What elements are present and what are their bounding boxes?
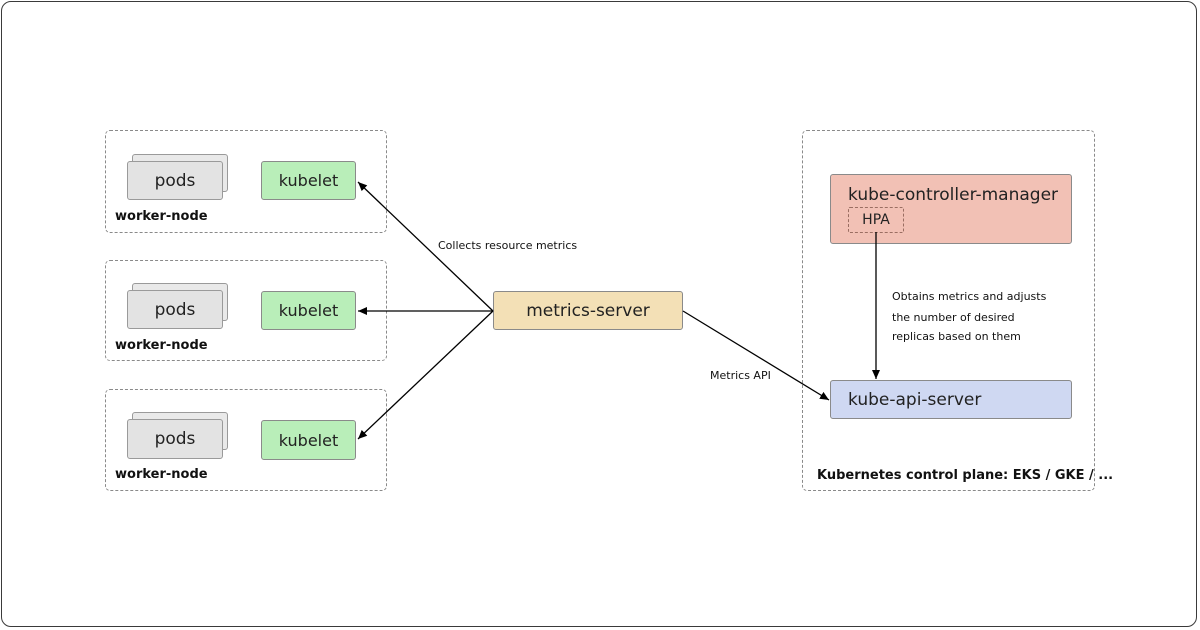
kubelet-box-3: kubelet	[261, 420, 356, 460]
metrics-api-label: Metrics API	[710, 369, 771, 382]
pods-box-3: pods	[127, 419, 223, 459]
kubelet-box-2: kubelet	[261, 291, 356, 330]
arrow-metrics-to-kubelet-3	[357, 310, 494, 440]
worker-node-group-1	[105, 130, 387, 233]
control-plane-group	[802, 130, 1095, 491]
worker-node-label-3: worker-node	[115, 467, 208, 482]
arrow-metrics-to-api-server	[682, 310, 830, 401]
obtains-metrics-label-line-3: replicas based on them	[892, 330, 1021, 343]
worker-node-group-3	[105, 389, 387, 491]
metrics-server-box: metrics-server	[493, 291, 683, 330]
obtains-metrics-label-line-2: the number of desired	[892, 311, 1015, 324]
control-plane-label: Kubernetes control plane: EKS / GKE / ..…	[817, 468, 1114, 483]
arrow-metrics-to-kubelet-1	[357, 181, 494, 312]
collects-metrics-label: Collects resource metrics	[438, 239, 578, 252]
kube-api-server-box: kube-api-server	[830, 380, 1072, 419]
pods-box-1: pods	[127, 161, 223, 200]
kube-controller-manager-box: kube-controller-manager HPA	[830, 174, 1072, 244]
obtains-metrics-label-line-1: Obtains metrics and adjusts	[892, 290, 1047, 303]
pods-box-2: pods	[127, 290, 223, 329]
kube-controller-manager-label: kube-controller-manager	[848, 185, 1059, 205]
kubelet-box-1: kubelet	[261, 161, 356, 200]
worker-node-label-1: worker-node	[115, 209, 208, 224]
worker-node-label-2: worker-node	[115, 338, 208, 353]
